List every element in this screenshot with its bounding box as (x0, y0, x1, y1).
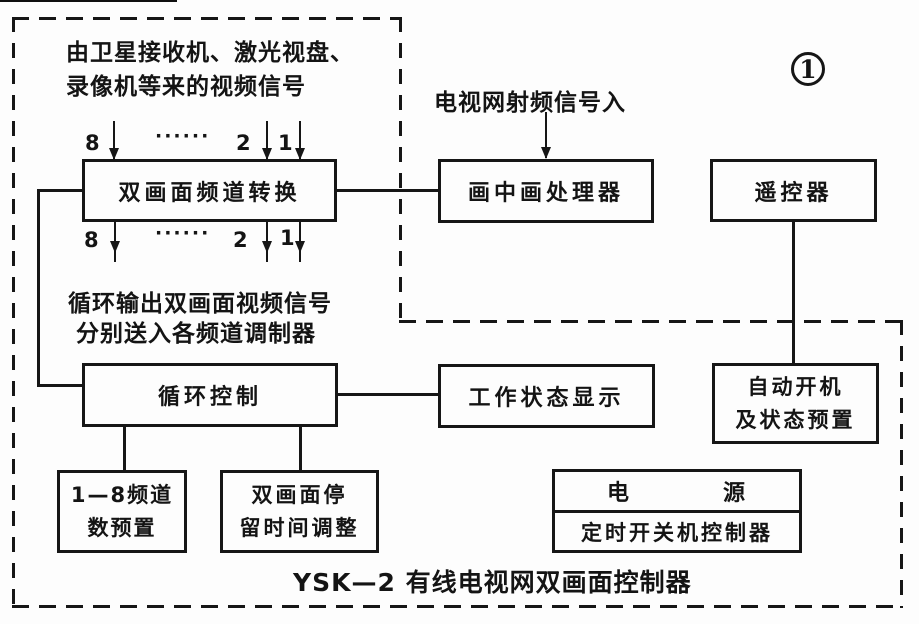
connector-switch-left-c (37, 384, 84, 387)
box-auto-power-preset: 自动开机 及状态预置 (712, 363, 879, 444)
down-arrow-icon (262, 121, 272, 160)
down-arrow-icon (541, 112, 551, 159)
label-video-sources-line1: 由卫星接收机、激光视盘、 (66, 40, 354, 66)
box-auto-power-preset-label: 自动开机 及状态预置 (736, 371, 856, 437)
figure-number: 1 (799, 54, 817, 84)
dashed-boundary-step (399, 320, 903, 323)
box-channel-preset: 1—8频道 数预置 (57, 470, 187, 553)
label-loop-output-line2: 分别送入各频道调制器 (76, 321, 316, 347)
connector-remote-to-auto (792, 221, 795, 365)
dashed-boundary-left (12, 17, 15, 608)
dashed-boundary-right-upper (399, 17, 402, 323)
channel-number-bottom-8: 8 (84, 228, 99, 252)
down-arrow-icon (295, 222, 305, 262)
scan-artifact (0, 0, 177, 2)
channel-number-bottom-1: 1 (280, 226, 295, 250)
box-pip-processor: 画中画处理器 (438, 159, 654, 223)
channel-number-top-8: 8 (85, 131, 100, 155)
label-rf-input: 电视网射频信号入 (434, 90, 626, 116)
label-loop-output: 循环输出双画面视频信号 分别送入各频道调制器 (68, 289, 332, 349)
connector-loop-to-dwell (299, 424, 302, 472)
down-arrow-icon (295, 121, 305, 160)
channel-number-bottom-2: 2 (233, 228, 248, 252)
box-channel-preset-line2: 数预置 (87, 515, 157, 540)
connector-loop-to-preset (123, 424, 126, 472)
label-loop-output-line1: 循环输出双画面视频信号 (68, 291, 332, 317)
box-remote-control-label: 遥控器 (754, 180, 833, 206)
box-remote-control: 遥控器 (710, 159, 877, 222)
down-arrow-icon (109, 121, 119, 160)
box-auto-power-line1: 自动开机 (747, 374, 844, 399)
figure-caption: YSK—2 有线电视网双画面控制器 (293, 568, 692, 597)
down-arrow-icon (262, 222, 272, 262)
box-dual-picture-channel-switch-label: 双画面频道转换 (118, 180, 301, 206)
dashed-boundary-bottom (12, 605, 903, 608)
label-video-sources-line2: 录像机等来的视频信号 (66, 74, 306, 100)
dashed-boundary-top (12, 17, 402, 20)
connector-switch-left-b (37, 189, 40, 387)
box-dual-picture-channel-switch: 双画面频道转换 (82, 159, 337, 222)
power-supply-label-right: 源 (723, 481, 748, 506)
connector-loop-to-status (336, 393, 440, 396)
timer-controller-cell: 定时开关机控制器 (555, 510, 799, 550)
box-dwell-time-adjust: 双画面停 留时间调整 (220, 470, 379, 553)
power-supply-label-left: 电 (606, 481, 631, 506)
down-arrow-icon (110, 222, 120, 262)
box-channel-preset-line1: 1—8频道 (70, 482, 174, 507)
channel-number-top-2: 2 (236, 131, 251, 155)
box-dwell-time-line1: 双画面停 (251, 482, 348, 507)
box-dwell-time-adjust-label: 双画面停 留时间调整 (240, 479, 360, 545)
ellipsis-top: ······ (155, 125, 211, 147)
box-status-display-label: 工作状态显示 (468, 386, 625, 411)
box-loop-control-label: 循环控制 (157, 385, 262, 410)
box-loop-control: 循环控制 (82, 363, 338, 427)
connector-switch-left-a (37, 189, 84, 192)
timer-controller-label: 定时开关机控制器 (581, 520, 773, 545)
figure-number-badge: 1 (791, 52, 825, 86)
dashed-boundary-right-lower (900, 320, 903, 608)
label-video-sources: 由卫星接收机、激光视盘、 录像机等来的视频信号 (66, 36, 354, 104)
connector-switch-to-pip (335, 189, 440, 192)
channel-number-top-1: 1 (278, 131, 293, 155)
box-dwell-time-line2: 留时间调整 (239, 515, 360, 540)
ellipsis-bottom: ······ (155, 222, 211, 244)
box-status-display: 工作状态显示 (438, 364, 655, 428)
box-auto-power-line2: 及状态预置 (735, 407, 856, 432)
box-pip-processor-label: 画中画处理器 (467, 181, 624, 206)
box-channel-preset-label: 1—8频道 数预置 (71, 479, 173, 545)
power-supply-cell: 电 源 (555, 472, 799, 510)
box-power-supply: 电 源 定时开关机控制器 (552, 469, 802, 553)
